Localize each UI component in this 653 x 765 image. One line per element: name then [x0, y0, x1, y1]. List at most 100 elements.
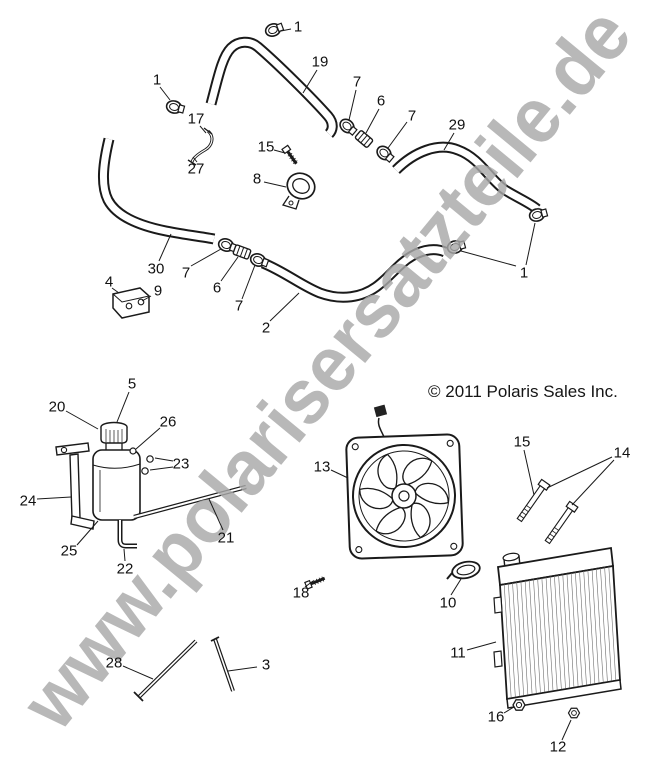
callout-26: 26: [160, 414, 177, 431]
callout-7: 7: [235, 298, 243, 315]
callout-24: 24: [20, 493, 37, 510]
fan-hub: [391, 483, 417, 509]
leader-line-7: [387, 121, 408, 149]
callout-23: 23: [173, 456, 190, 473]
leader-line-11: [466, 641, 497, 651]
leader-line-26: [135, 427, 161, 450]
callout-11: 11: [450, 645, 466, 662]
overflow-hose-21: [133, 484, 247, 520]
callout-7: 7: [353, 74, 361, 91]
callout-22: 22: [117, 561, 134, 578]
callout-21: 21: [218, 530, 235, 547]
mounting-bolt-15: [514, 478, 551, 524]
leader-line-29: [443, 132, 455, 151]
parts-layer: [55, 20, 622, 719]
callout-27: 27: [188, 161, 205, 178]
callout-30: 30: [148, 261, 165, 278]
hose-clamp-7-d: [248, 250, 271, 270]
leader-line-1: [525, 222, 536, 266]
fitting-23-a: [146, 455, 154, 463]
callout-2: 2: [262, 320, 270, 337]
callout-1: 1: [153, 72, 161, 89]
mounting-rod-28: [133, 639, 198, 702]
coolant-reservoir: [92, 421, 247, 549]
flange-nut-12: [567, 707, 581, 719]
leader-line-6: [220, 256, 239, 282]
right-hose-29: [392, 141, 541, 214]
callout-13: 13: [314, 459, 331, 476]
leader-line-21: [208, 498, 224, 531]
elbow-fitting-22: [117, 520, 137, 549]
radiator-11: [493, 546, 622, 709]
hose-fitting-6-a: [353, 129, 375, 149]
leader-line-6: [365, 108, 380, 134]
callout-1: 1: [294, 19, 302, 36]
radiator-bottom-tank: [506, 679, 622, 709]
leader-line-1: [280, 28, 292, 32]
leader-line-7: [241, 264, 256, 300]
leader-line-9: [141, 295, 152, 302]
leader-line-17: [199, 125, 207, 134]
callout-29: 29: [449, 117, 466, 134]
leader-line-28: [122, 665, 154, 680]
retainer-wire-17: [187, 127, 214, 166]
leader-line-19: [302, 69, 318, 94]
callout-6: 6: [377, 93, 385, 110]
hose-clamp-1-left: [164, 98, 187, 117]
callout-18: 18: [293, 585, 310, 602]
callout-20: 20: [49, 399, 66, 416]
copyright-text: © 2011 Polaris Sales Inc.: [428, 382, 618, 401]
mounting-rod-3: [210, 636, 235, 692]
leader-line-27: [192, 156, 198, 163]
callout-9: 9: [154, 283, 162, 300]
leader-line-2: [269, 292, 300, 322]
leader-line-10: [450, 578, 462, 596]
callout-8: 8: [253, 171, 261, 188]
leader-line-1: [460, 250, 517, 267]
fitting-26: [129, 447, 137, 455]
leader-line-4: [111, 287, 120, 294]
callout-4: 4: [105, 274, 113, 291]
callout-5: 5: [128, 376, 136, 393]
leader-line-7: [190, 248, 222, 267]
leader-line-22: [123, 548, 126, 562]
callout-7: 7: [408, 108, 416, 125]
callout-17: 17: [188, 111, 205, 128]
fan-wire: [377, 417, 385, 438]
leader-line-20: [65, 410, 99, 430]
callout-3: 3: [262, 657, 270, 674]
hose-fitting-6-b: [232, 243, 252, 261]
leader-line-15: [523, 449, 535, 496]
leader-line-15: [273, 149, 286, 154]
leader-line-18: [304, 580, 314, 588]
fan-connector: [373, 404, 388, 418]
fitting-23-b: [141, 467, 149, 475]
leader-line-25: [76, 520, 99, 546]
left-hose-30: [97, 137, 216, 245]
callout-14: 14: [614, 445, 631, 462]
callout-1: 1: [520, 265, 528, 282]
leader-line-13: [330, 469, 349, 479]
callout-15: 15: [258, 139, 275, 156]
leader-line-30: [158, 233, 172, 262]
leader-line-7: [348, 89, 357, 121]
center-hose-2: [260, 244, 448, 303]
callout-7: 7: [182, 265, 190, 282]
radiator-core: [499, 564, 621, 701]
radiator-cap-10: [446, 560, 481, 580]
mount-bracket-4: [112, 287, 150, 319]
hose-clamp-7-b: [373, 142, 397, 165]
p-clamp-8: [281, 172, 316, 210]
callout-12: 12: [550, 739, 567, 756]
callout-10: 10: [440, 595, 457, 612]
mounting-strap-24: [55, 442, 95, 530]
leader-line-23: [154, 457, 174, 462]
mounting-bolt-14: [542, 500, 579, 546]
leader-line-3: [227, 666, 258, 672]
leader-line-1: [159, 86, 171, 101]
leader-line-12: [561, 719, 572, 741]
small-bolt-15-top: [280, 143, 301, 168]
